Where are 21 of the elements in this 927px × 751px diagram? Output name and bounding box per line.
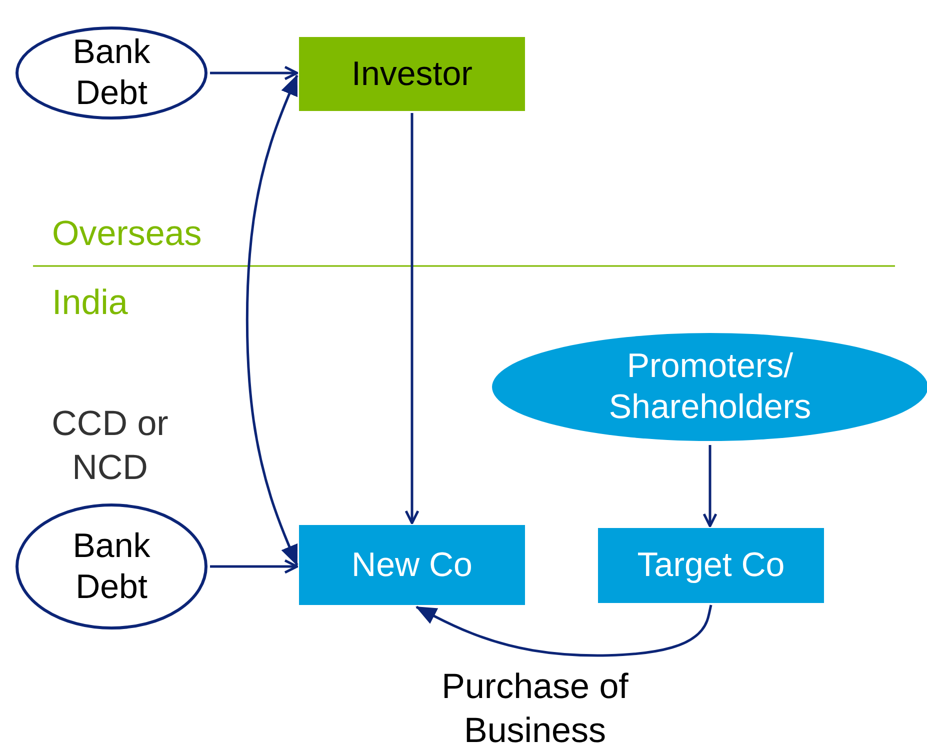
edge-label: Purchase of Business [440,666,630,751]
node-label: Promoters/ Shareholders [608,346,812,428]
arrow [210,559,298,574]
edge-label: CCD or NCD [50,403,170,489]
region-label: Overseas [52,213,202,255]
node-label: Investor [350,54,474,94]
oval [15,503,208,630]
process-box [299,37,525,111]
process-box [299,525,525,605]
arrow [702,445,718,528]
node-label: Bank Debt [72,526,152,608]
oval [15,26,208,120]
arrow [416,604,712,657]
arrow [246,74,298,566]
node-label: New Co [350,544,474,586]
region-label: India [52,282,128,324]
arrow [210,66,298,80]
node-label: Target Co [636,545,786,586]
process-box [598,528,824,603]
arrow [404,113,420,524]
node-label: Bank Debt [72,32,152,114]
